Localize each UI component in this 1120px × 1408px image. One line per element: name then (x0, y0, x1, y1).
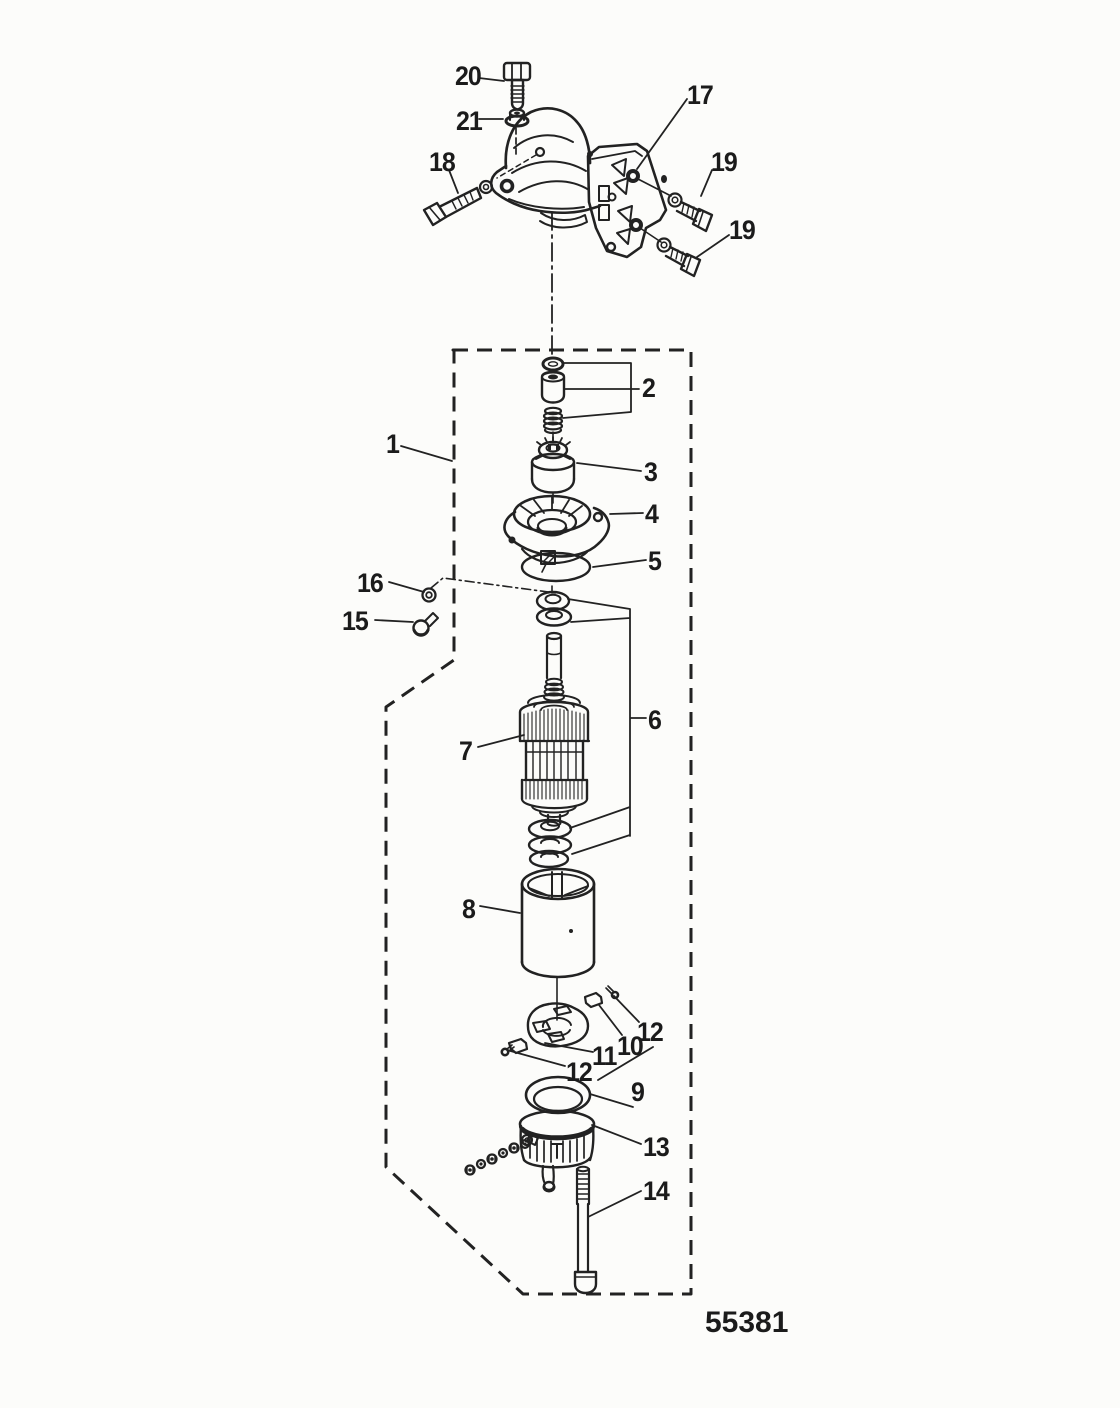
assembly-boundary-box (384, 348, 693, 1296)
callout-part-1: 1 (386, 427, 400, 460)
part-bolt-20 (502, 61, 532, 111)
callout-part-3: 3 (644, 455, 658, 488)
callout-part-12-upper: 12 (637, 1015, 664, 1048)
callout-part-17: 17 (687, 78, 714, 111)
callout-part-11: 11 (592, 1039, 617, 1072)
part-bracket-17 (489, 107, 672, 259)
callout-part-9: 9 (631, 1075, 645, 1108)
callout-part-14: 14 (643, 1174, 670, 1207)
leader-lines (374, 77, 730, 1218)
callout-part-4: 4 (645, 497, 659, 530)
callout-part-21: 21 (456, 104, 483, 137)
callout-part-5: 5 (648, 544, 662, 577)
part-terminal-hardware (464, 1139, 530, 1176)
part-screw-15-washer-16 (412, 587, 439, 637)
part-through-bolt-14 (573, 1165, 598, 1295)
part-brush-12-upper (583, 985, 620, 1009)
callout-part-19-lower: 19 (729, 213, 756, 246)
callout-part-18: 18 (429, 145, 456, 178)
callout-part-10: 10 (617, 1029, 644, 1062)
part-armature-7 (518, 631, 591, 827)
part-thrust-washers-lower (527, 818, 573, 869)
part-snap-ring-2 (541, 356, 565, 372)
callout-part-20: 20 (455, 59, 482, 92)
callout-part-8: 8 (462, 892, 476, 925)
part-frame-8 (520, 867, 596, 979)
part-brush-12-lower (500, 1037, 529, 1057)
part-bushing-2 (540, 370, 566, 404)
drawing-number: 55381 (705, 1306, 789, 1339)
part-bolt-19-lower (656, 237, 702, 278)
part-bolt-19-upper (667, 192, 714, 233)
part-spring-2 (542, 406, 564, 435)
part-end-housing-4 (503, 494, 611, 573)
callout-part-16: 16 (357, 566, 384, 599)
part-washer-21 (504, 108, 530, 159)
callout-part-7: 7 (459, 734, 473, 767)
callout-part-19-upper: 19 (711, 145, 738, 178)
part-spacer-5 (520, 551, 592, 583)
part-thrust-washers-upper (535, 590, 573, 627)
part-drive-clutch-3 (530, 436, 576, 494)
callout-part-15: 15 (342, 604, 369, 637)
part-end-cap-13 (518, 1109, 596, 1193)
part-brush-plate-11 (526, 1002, 590, 1048)
callout-part-12-lower: 12 (566, 1055, 593, 1088)
callout-part-2: 2 (642, 371, 656, 404)
callout-part-13: 13 (643, 1130, 670, 1163)
part-bolt-18 (422, 179, 494, 227)
callout-part-6: 6 (648, 703, 662, 736)
